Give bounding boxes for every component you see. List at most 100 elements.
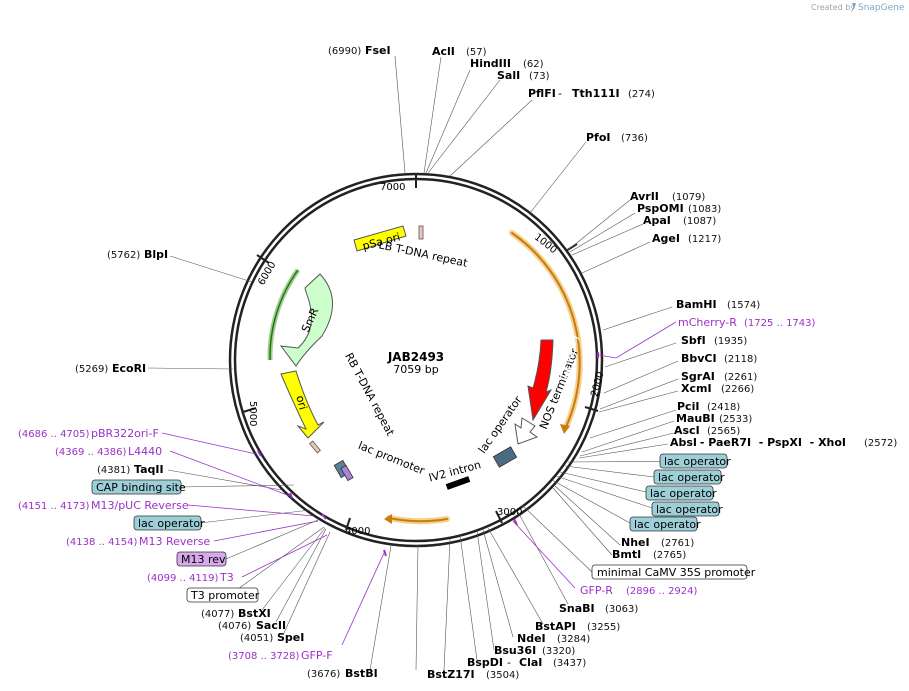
svg-text:XcmI: XcmI: [681, 382, 712, 395]
svg-text:(3676): (3676): [307, 669, 340, 680]
svg-text:ClaI: ClaI: [519, 656, 542, 669]
svg-text:M13 rev: M13 rev: [181, 553, 226, 566]
tick-label-3000: 3000: [497, 507, 522, 518]
svg-text:(5269): (5269): [75, 364, 108, 375]
site-ecori: (5269) EcoRI: [75, 362, 146, 375]
svg-text:(2572): (2572): [864, 438, 897, 449]
credit-brand: SnapGene: [858, 3, 905, 13]
orange-arcs: [386, 230, 583, 525]
primer-labels: mCherry-R (1725 .. 1743) GFP-R (2896 .. …: [18, 316, 816, 662]
svg-text:(2765): (2765): [653, 550, 686, 561]
svg-text:MauBI: MauBI: [676, 412, 715, 425]
svg-text:M13/pUC Reverse: M13/pUC Reverse: [91, 499, 189, 512]
svg-text:AclI: AclI: [432, 45, 455, 58]
svg-text:(5762): (5762): [107, 250, 140, 261]
site-ndei: NdeI (3284): [517, 632, 590, 645]
site-pfoi: PfoI (736): [586, 131, 648, 144]
svg-text:ApaI: ApaI: [643, 214, 671, 227]
primer-t3: (4099 .. 4119) T3: [147, 571, 234, 584]
smr-arc-line: [269, 269, 299, 361]
plasmid-size: 7059 bp: [393, 363, 438, 376]
svg-text:(3255): (3255): [587, 622, 620, 633]
svg-text:Tth111I: Tth111I: [572, 87, 620, 100]
label-iv2-intron: IV2 intron: [427, 458, 482, 484]
snapgene-logo-icon: [852, 3, 856, 10]
svg-text:T3: T3: [219, 571, 234, 584]
primer-connector-lines: [161, 321, 677, 646]
feature-iv2-intron: [445, 476, 471, 490]
feature-smr: [279, 273, 333, 367]
primer-mcherry-r: mCherry-R (1725 .. 1743): [678, 316, 816, 329]
primer-gfp-r: GFP-R (2896 .. 2924): [580, 584, 698, 597]
site-labels: (6990) FseI AclI (57) HindIII (62) SalI …: [75, 44, 897, 681]
site-maubi: MauBI (2533): [676, 412, 752, 425]
svg-text:(2761): (2761): [661, 538, 694, 549]
svg-text:lac operator: lac operator: [658, 471, 725, 484]
box-m13-rev: M13 rev: [176, 551, 227, 567]
svg-text:PfoI: PfoI: [586, 131, 611, 144]
svg-text:mCherry-R: mCherry-R: [678, 316, 737, 329]
svg-text:lac operator: lac operator: [664, 455, 731, 468]
primer-m13-reverse: (4138 .. 4154) M13 Reverse: [66, 535, 210, 548]
feature-mcherry: [527, 339, 554, 422]
site-acli: AclI (57): [432, 45, 487, 58]
feature-lb-repeat-mark: [418, 225, 424, 240]
svg-text:CAP binding site: CAP binding site: [96, 481, 186, 494]
svg-text:(62): (62): [523, 59, 544, 70]
label-lb-t-dna-repeat: LB T-DNA repeat: [378, 238, 470, 270]
svg-text:HindIII: HindIII: [470, 57, 511, 70]
site-nhei: NheI (2761): [621, 536, 694, 549]
site-bstz17i: BstZ17I (3504): [427, 668, 519, 681]
svg-text:(2261): (2261): [724, 372, 757, 383]
tick-label-7000: 7000: [380, 182, 405, 193]
svg-text:(2896 .. 2924): (2896 .. 2924): [626, 586, 698, 597]
svg-text:(2118): (2118): [724, 354, 757, 365]
svg-text:(2266): (2266): [721, 384, 754, 395]
site-blpi: (5762) BlpI: [107, 248, 168, 261]
label-lac-operator-inner: lac operator: [476, 393, 525, 455]
site-apai: ApaI (1087): [643, 214, 716, 227]
svg-text:SalI: SalI: [497, 69, 520, 82]
credit-prefix: Created by: [811, 3, 855, 12]
svg-text:lac operator: lac operator: [138, 517, 205, 530]
svg-text:(3063): (3063): [605, 604, 638, 615]
svg-text:(2533): (2533): [719, 414, 752, 425]
svg-text:(274): (274): [628, 89, 655, 100]
svg-text:AbsI: AbsI: [670, 436, 697, 449]
feature-psa-ori: [353, 225, 407, 252]
site-asci: AscI (2565): [674, 424, 740, 437]
svg-text:NheI: NheI: [621, 536, 650, 549]
svg-text:(2565): (2565): [707, 426, 740, 437]
svg-text:(1087): (1087): [683, 216, 716, 227]
svg-text:GFP-R: GFP-R: [580, 584, 613, 597]
site-bstapi: BstAPI (3255): [535, 620, 620, 633]
site-connector-lines: [147, 55, 679, 671]
svg-text:BstAPI: BstAPI: [535, 620, 576, 633]
site-sali: SalI (73): [497, 69, 550, 82]
feature-ori: [280, 370, 325, 439]
box-lac-operator-4: lac operator: [651, 501, 723, 517]
tick-label-2000: 2000: [589, 371, 606, 398]
svg-text:PciI: PciI: [677, 400, 699, 413]
svg-text:(4051): (4051): [240, 633, 273, 644]
svg-text:BamHI: BamHI: [676, 298, 717, 311]
svg-text:NdeI: NdeI: [517, 632, 546, 645]
svg-text:(4076): (4076): [218, 621, 251, 632]
primer-pbr322ori-f: (4686 .. 4705) pBR322ori-F: [18, 427, 159, 440]
svg-text:(3437): (3437): [553, 658, 586, 669]
svg-text:(4138 .. 4154): (4138 .. 4154): [66, 537, 138, 548]
svg-text:(73): (73): [529, 71, 550, 82]
svg-text:(4369 .. 4386): (4369 .. 4386): [55, 447, 127, 458]
site-hindiii: HindIII (62): [470, 57, 544, 70]
site-absi: AbsI - PaeR7I - PspXI - XhoI (2572): [670, 436, 897, 449]
svg-text:(6990): (6990): [328, 46, 361, 57]
svg-text:(3708 .. 3728): (3708 .. 3728): [228, 651, 300, 662]
svg-text:-: -: [507, 656, 511, 669]
box-minimal-camv-35s-promoter: minimal CaMV 35S promoter: [591, 564, 756, 580]
primer-l4440: (4369 .. 4386) L4440: [55, 445, 162, 458]
svg-text:L4440: L4440: [128, 445, 162, 458]
site-taqii: (4381) TaqII: [97, 463, 164, 476]
svg-text:BstZ17I: BstZ17I: [427, 668, 475, 681]
svg-text:lac operator: lac operator: [650, 487, 717, 500]
site-pcii: PciI (2418): [677, 400, 740, 413]
